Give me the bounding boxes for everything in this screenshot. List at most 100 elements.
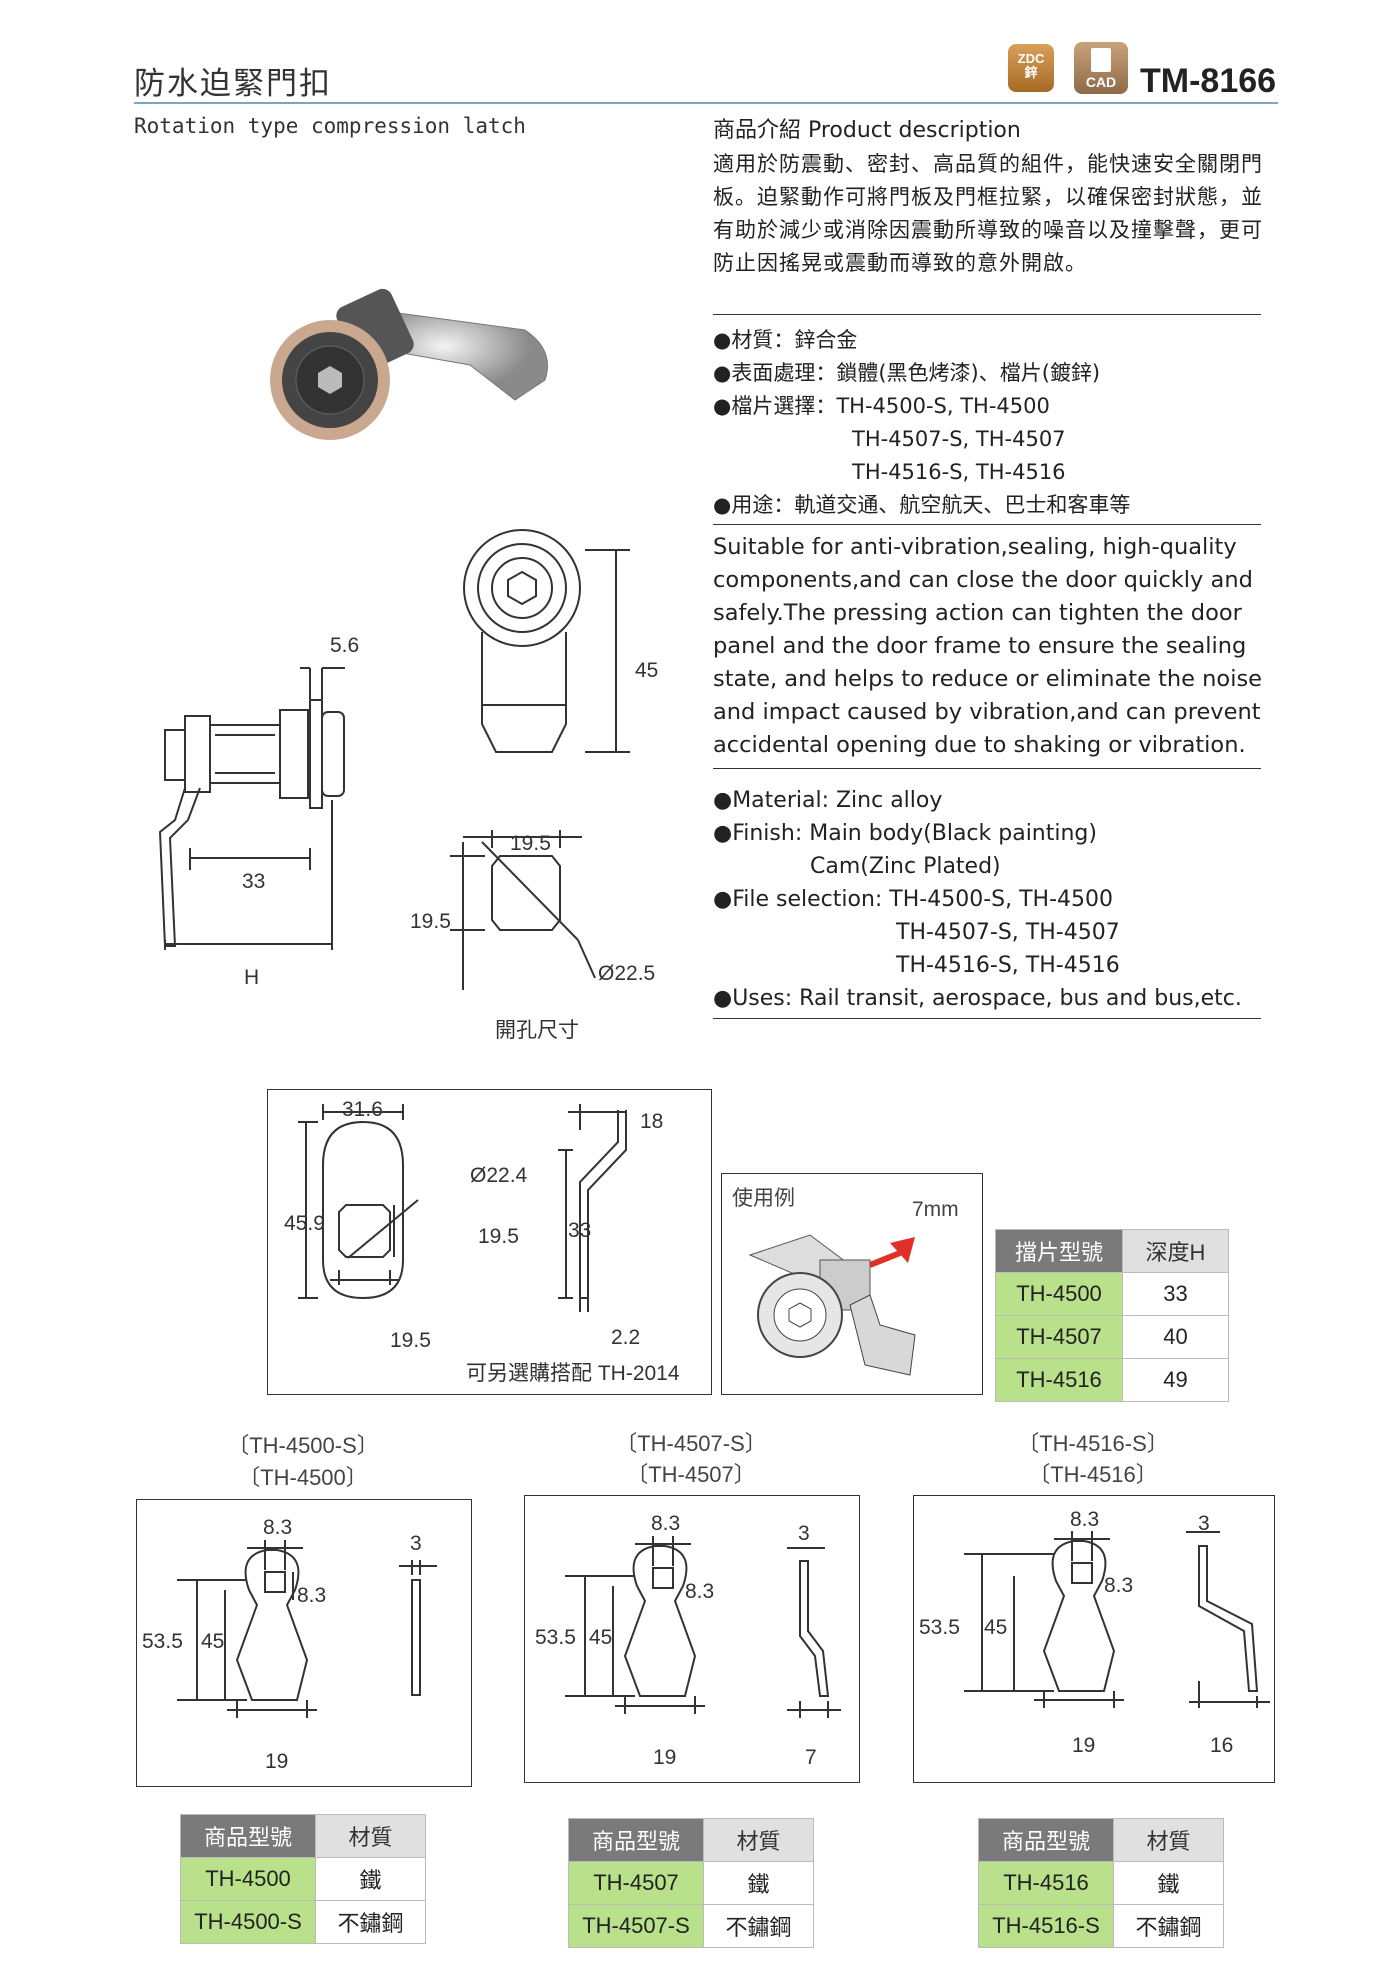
table-cell: 49 — [1122, 1358, 1229, 1402]
description-en: Suitable for anti-vibration,sealing, hig… — [713, 534, 1263, 758]
table-cell: TH-4507 — [995, 1315, 1123, 1359]
dim-33: 33 — [568, 1219, 591, 1242]
bullet-file-en: ●File selection: TH-4500-S, TH-4500 — [713, 887, 1113, 912]
table-header: 深度H — [1122, 1229, 1229, 1273]
dim-h1: 53.5 — [919, 1616, 960, 1639]
table-cell: TH-4500-S — [180, 1900, 316, 1944]
dim-33: 33 — [242, 870, 265, 893]
dim-c: 8.3 — [685, 1580, 714, 1603]
table-cell: 不鏽鋼 — [703, 1904, 814, 1948]
table-header: 商品型號 — [978, 1818, 1114, 1862]
bullet-file-zh: ●檔片選擇：TH-4500-S, TH-4500 — [713, 394, 1050, 418]
variant-caption: 〔TH-4500〕 — [238, 1465, 368, 1490]
dim-h2: 45 — [589, 1626, 612, 1649]
table-cell: TH-4516 — [978, 1861, 1114, 1905]
bullet-file-zh-2: TH-4507-S, TH-4507 — [852, 427, 1066, 451]
dim-h1: 53.5 — [535, 1626, 576, 1649]
red-arrow-icon — [890, 1237, 915, 1263]
variant-caption: 〔TH-4500-S〕 — [227, 1433, 379, 1458]
table-cell: TH-4507 — [568, 1861, 704, 1905]
dim-w: 19 — [653, 1746, 676, 1769]
dim-19-5-b: 19.5 — [390, 1329, 431, 1352]
zdc-zinc-badge: ZDC 鋅 — [1008, 44, 1054, 92]
table-cell: 40 — [1122, 1315, 1229, 1359]
dim-18: 18 — [640, 1110, 663, 1133]
dim-22-5: Ø22.5 — [598, 962, 655, 985]
table-cell: TH-4507-S — [568, 1904, 704, 1948]
dim-h1: 53.5 — [142, 1630, 183, 1653]
table-cell: 33 — [1122, 1272, 1229, 1316]
bullet-uses-en: ●Uses: Rail transit, aerospace, bus and … — [713, 986, 1242, 1011]
divider — [713, 768, 1261, 769]
bullet-finish-zh: ●表面處理：鎖體(黑色烤漆)、檔片(鍍鋅) — [713, 361, 1101, 385]
dim-a: 8.3 — [1070, 1508, 1099, 1531]
table-cell: 鐵 — [315, 1857, 426, 1901]
dim-b: 3 — [798, 1522, 810, 1545]
usage-7mm: 7mm — [912, 1198, 959, 1221]
dim-w: 19 — [265, 1750, 288, 1773]
main-dimension-drawing: 5.6 33 H 45 19.5 19.5 Ø22.5 開孔尺寸 — [158, 529, 658, 1042]
description-heading: 商品介紹 Product description — [713, 118, 1021, 143]
bullet-file-zh-3: TH-4516-S, TH-4516 — [852, 460, 1066, 484]
cad-file-icon: CAD — [1074, 42, 1128, 94]
usage-illustration — [748, 1234, 916, 1376]
bullet-file-en-2: TH-4507-S, TH-4507 — [896, 920, 1120, 945]
dim-5-6: 5.6 — [330, 634, 359, 657]
variant-caption: 〔TH-4516-S〕 — [1017, 1431, 1169, 1456]
dim-b: 3 — [1198, 1512, 1210, 1535]
badge-zinc-label: 鋅 — [1024, 65, 1038, 80]
page-title-en: Rotation type compression latch — [134, 114, 526, 138]
variant-drawing: 8.3 3 8.3 53.5 45 19 16 — [919, 1508, 1270, 1757]
divider — [713, 1018, 1261, 1019]
variant-drawing-box — [136, 1499, 472, 1787]
hole-caption: 開孔尺寸 — [495, 1019, 579, 1042]
bullet-finish-en: ●Finish: Main body(Black painting) — [713, 821, 1097, 846]
table-cell: 鐵 — [1113, 1861, 1224, 1905]
table-header: 材質 — [703, 1818, 814, 1862]
dim-offset: 16 — [1210, 1734, 1233, 1757]
variant-caption: 〔TH-4516〕 — [1028, 1462, 1158, 1487]
badge-cad-label: CAD — [1085, 74, 1117, 90]
page-title-zh: 防水迫緊門扣 — [134, 66, 332, 102]
divider — [713, 524, 1261, 525]
product-photo — [270, 288, 548, 440]
dim-22-4: Ø22.4 — [470, 1164, 528, 1187]
table-header: 商品型號 — [568, 1818, 704, 1862]
usage-label: 使用例 — [732, 1187, 795, 1210]
table-cell: TH-4516 — [995, 1358, 1123, 1402]
variant-drawing-box — [524, 1495, 860, 1783]
description-zh: 適用於防震動、密封、高品質的組件，能快速安全關閉門板。迫緊動作可將門板及門框拉緊… — [713, 152, 1263, 275]
header-rule — [134, 102, 1278, 104]
variant-caption: 〔TH-4507〕 — [626, 1462, 756, 1487]
variant-caption: 〔TH-4507-S〕 — [615, 1431, 767, 1456]
bullet-file-en-3: TH-4516-S, TH-4516 — [896, 953, 1120, 978]
table-cell: TH-4500 — [995, 1272, 1123, 1316]
document-icon — [1091, 48, 1111, 72]
bullet-uses-zh: ●用途：軌道交通、航空航天、巴士和客車等 — [713, 493, 1131, 517]
dim-h: H — [244, 966, 259, 989]
table-header: 材質 — [1113, 1818, 1224, 1862]
bullet-material-zh: ●材質：鋅合金 — [713, 328, 858, 352]
dim-c: 8.3 — [297, 1584, 326, 1607]
divider — [713, 314, 1261, 315]
bullet-finish-en-2: Cam(Zinc Plated) — [810, 854, 1001, 879]
table-cell: 鐵 — [703, 1861, 814, 1905]
table-header: 商品型號 — [180, 1814, 316, 1858]
dim-b: 3 — [410, 1532, 422, 1555]
dim-31-6: 31.6 — [342, 1098, 383, 1121]
dim-2-2: 2.2 — [611, 1326, 640, 1349]
dim-h2: 45 — [984, 1616, 1007, 1639]
dim-a: 8.3 — [263, 1516, 292, 1539]
dim-19-5-top: 19.5 — [510, 832, 551, 855]
variant-drawing: 8.3 3 8.3 53.5 45 19 7 — [535, 1512, 841, 1769]
table-cell: TH-4500 — [180, 1857, 316, 1901]
table-cell: 不鏽鋼 — [1113, 1904, 1224, 1948]
dim-19-5-a: 19.5 — [478, 1225, 519, 1248]
table-cell: TH-4516-S — [978, 1904, 1114, 1948]
option-note: 可另選購搭配 TH-2014 — [466, 1362, 680, 1385]
dim-45-9: 45.9 — [284, 1212, 325, 1235]
cam-drawing-box — [267, 1089, 712, 1395]
